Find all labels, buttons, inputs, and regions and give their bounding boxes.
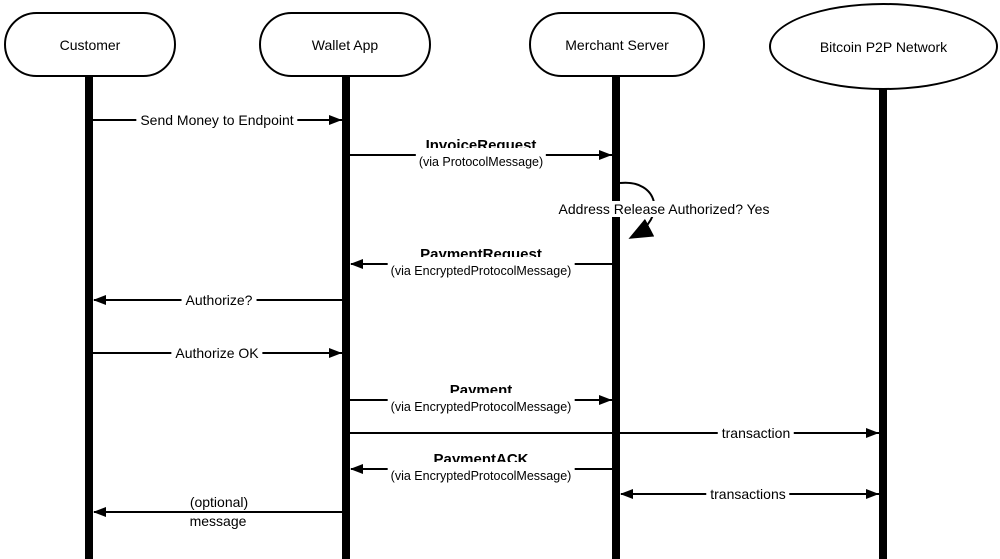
self-loop-label: Address Release Authorized? Yes (556, 201, 772, 217)
message-via: (via EncryptedProtocolMessage) (387, 462, 575, 483)
arrowhead-right-icon (329, 348, 342, 358)
actor-customer: Customer (4, 12, 176, 77)
message-label: transactions (706, 486, 790, 502)
actor-wallet-app-label: Wallet App (311, 36, 379, 53)
message-label-top: (optional) (189, 494, 249, 510)
arrowhead-right-icon (329, 115, 342, 125)
message-label: transaction (717, 425, 795, 441)
lifeline-bitcoin-network (879, 86, 887, 559)
message-line (94, 511, 342, 513)
message-label: Authorize OK (171, 345, 263, 361)
actor-merchant-server-label: Merchant Server (565, 36, 669, 53)
arrowhead-right-icon (599, 150, 612, 160)
message-label: Authorize? (181, 292, 257, 308)
actor-bitcoin-network: Bitcoin P2P Network (769, 3, 998, 90)
lifeline-wallet-app (342, 74, 350, 559)
message-via: (via EncryptedProtocolMessage) (387, 393, 575, 414)
actor-wallet-app: Wallet App (259, 12, 431, 77)
message-via: (via ProtocolMessage) (415, 148, 547, 169)
arrowhead-left-icon (93, 507, 106, 517)
message-via: (via EncryptedProtocolMessage) (387, 257, 575, 278)
lifeline-customer (85, 74, 93, 559)
arrowhead-right-icon (866, 428, 879, 438)
message-label: Send Money to Endpoint (136, 112, 298, 128)
arrowhead-left-icon (350, 464, 363, 474)
actor-customer-label: Customer (59, 36, 121, 53)
arrowhead-right-icon (866, 489, 879, 499)
message-label-bottom: message (189, 513, 247, 529)
arrowhead-right-icon (599, 395, 612, 405)
arrowhead-left-icon (620, 489, 633, 499)
arrowhead-left-icon (350, 259, 363, 269)
actor-bitcoin-network-label: Bitcoin P2P Network (819, 38, 948, 55)
message-line (350, 432, 879, 434)
lifeline-merchant-server (612, 74, 620, 559)
actor-merchant-server: Merchant Server (529, 12, 705, 77)
arrowhead-left-icon (93, 295, 106, 305)
